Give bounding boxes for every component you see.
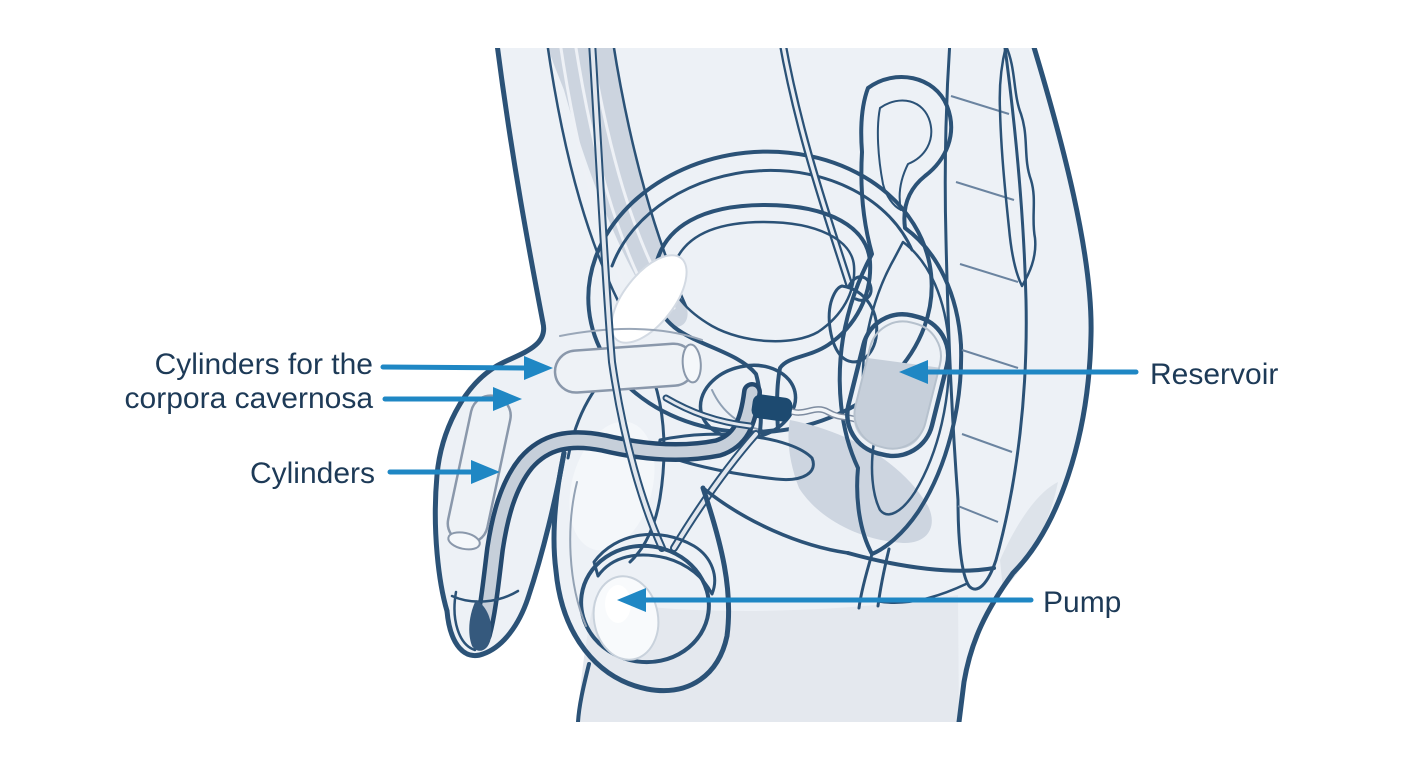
scrotum-outline: [551, 450, 732, 693]
pubic-bone: [610, 254, 688, 344]
arrow-cylinders-corpora-lower: [382, 387, 522, 411]
body-silhouette: [435, 44, 1092, 722]
muscle-edge: [545, 40, 632, 326]
arrow-reservoir: [899, 360, 1139, 384]
arrowhead-right-icon: [471, 460, 500, 484]
reservoir-fluid: [853, 357, 940, 449]
callout-arrows: [380, 356, 1139, 612]
cylinder-crus: [553, 342, 697, 394]
rectum-wall: [837, 75, 964, 556]
glans-shading: [469, 600, 492, 651]
reservoir-inner-wall: [853, 320, 942, 450]
tube-abdominal-core: [590, 40, 664, 550]
seminal-vesicle-body: [827, 284, 879, 364]
arrow-pump: [617, 588, 1034, 612]
tubing-connector-valve: [751, 394, 793, 422]
bladder-lumen: [670, 220, 856, 343]
implant-tubing: [588, 38, 861, 552]
spinous-processes: [998, 44, 1037, 288]
glans-outline: [444, 595, 531, 658]
scrotum-inner-fold: [569, 481, 587, 627]
label-cylinders-corpora-line2: corpora cavernosa: [125, 382, 374, 415]
back-outline: [956, 41, 1094, 725]
seminal-vesicle: [827, 275, 879, 364]
abdomen-front-outline: [494, 41, 546, 326]
vas-tube-inner: [780, 38, 851, 286]
vas-deferens-tube: [778, 36, 853, 288]
glans-rim-line: [453, 590, 477, 652]
penis-dorsal-outline: [432, 320, 547, 614]
tube-to-pump-core: [672, 432, 758, 550]
arrowhead-left-icon: [899, 360, 928, 384]
cylinder-shaft-cap: [447, 531, 481, 551]
label-pump: Pump: [1043, 586, 1121, 619]
bladder-outer-wall: [651, 203, 873, 434]
body-outlines: [432, 41, 1094, 725]
arrowhead-right-icon: [493, 387, 522, 411]
tube-to-cylinders-core: [664, 396, 752, 428]
implant-reservoir: [845, 312, 951, 459]
urethra: [472, 382, 762, 644]
glans-inner-line: [450, 589, 520, 603]
perineum-outline: [701, 486, 850, 555]
arrowhead-left-icon: [617, 588, 646, 612]
epididymis: [592, 532, 717, 596]
sacrum-body: [943, 38, 1028, 591]
muscle-band-fill: [546, 40, 688, 327]
reservoir-shell: [845, 312, 951, 459]
urethra-inner: [476, 386, 758, 640]
label-cylinders-corpora-line1: Cylinders for the: [155, 348, 373, 381]
bladder: [651, 203, 873, 434]
sacrum: [943, 38, 1037, 591]
bladder-wall-arc: [610, 168, 914, 268]
far-cylinder-edge: [559, 327, 703, 341]
arrow-cylinders: [387, 460, 500, 484]
prostate-detail: [711, 389, 763, 431]
bottom-crop-mask: [0, 722, 1408, 768]
glans-details: [450, 589, 520, 652]
arrowhead-right-icon: [524, 356, 553, 380]
top-crop-mask: [0, 0, 1408, 48]
arrow-cylinders-corpora-upper: [380, 356, 553, 380]
buttock-crease: [846, 551, 996, 573]
label-reservoir: Reservoir: [1150, 358, 1278, 391]
gluteal-shading: [1000, 482, 1058, 590]
label-cylinders: Cylinders: [250, 457, 375, 490]
testicle: [579, 543, 711, 665]
pump-highlight: [605, 585, 631, 623]
vertebral-discs: [950, 95, 1019, 523]
callout-labels: Cylinders for the corpora cavernosa Cyli…: [125, 348, 1279, 619]
thigh-front-outline: [576, 662, 591, 724]
vas-hook: [847, 275, 873, 302]
sigmoid-content: [876, 99, 933, 211]
cylinder-crus-cap: [681, 343, 702, 384]
